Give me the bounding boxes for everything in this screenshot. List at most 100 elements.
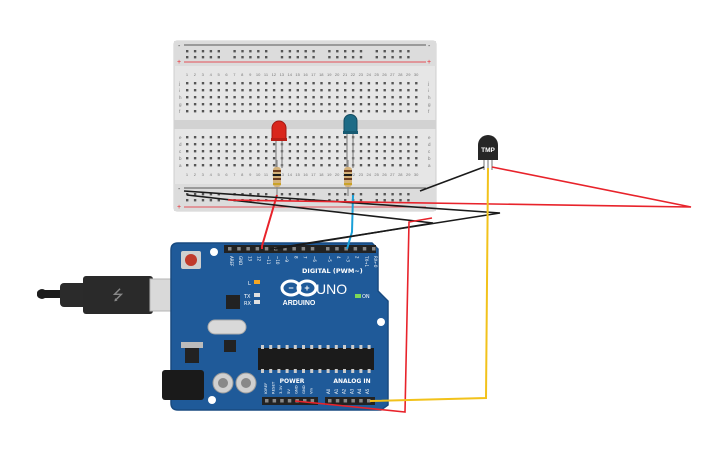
digital-pin-label: 2 <box>355 256 360 259</box>
breadboard-hole <box>257 82 260 85</box>
breadboard[interactable]: - + - + - + 1122334455667788991010111112… <box>173 40 437 212</box>
breadboard-hole <box>415 157 418 160</box>
breadboard-hole <box>233 150 236 153</box>
breadboard-hole <box>186 110 189 113</box>
breadboard-hole <box>296 150 299 153</box>
breadboard-hole <box>312 150 315 153</box>
resistor-2[interactable] <box>344 160 352 196</box>
breadboard-hole <box>225 82 228 85</box>
breadboard-hole <box>304 157 307 160</box>
row-label: h <box>179 95 182 100</box>
red-led[interactable] <box>271 120 287 168</box>
analog-label: ANALOG IN <box>333 378 370 385</box>
breadboard-hole <box>241 136 244 139</box>
power-pin-label: 3.3V <box>278 385 283 394</box>
power-jack[interactable] <box>162 370 204 400</box>
rail-hole <box>407 56 410 59</box>
breadboard-hole <box>407 157 410 160</box>
column-label: 13 <box>280 172 285 177</box>
breadboard-hole <box>201 143 205 146</box>
wire-yellow-signal[interactable] <box>369 167 489 402</box>
breadboard-hole <box>351 96 355 99</box>
header-hole <box>280 399 284 403</box>
rail-hole <box>336 199 339 202</box>
analog-pin-label: A1 <box>334 388 339 394</box>
wires[interactable] <box>183 166 692 413</box>
rail-hole <box>336 193 339 196</box>
digital-pin-label: ~11 <box>266 256 271 265</box>
power-pin-label: 5V <box>286 389 291 394</box>
breadboard-hole <box>288 150 292 153</box>
resistor-1[interactable] <box>273 160 281 196</box>
breadboard-hole <box>257 89 260 92</box>
breadboard-hole <box>209 143 213 146</box>
blue-led[interactable] <box>343 114 358 169</box>
breadboard-hole <box>407 136 410 139</box>
breadboard-hole <box>359 136 363 139</box>
breadboard-hole <box>201 103 205 106</box>
breadboard-hole <box>280 110 284 113</box>
breadboard-hole <box>399 143 402 146</box>
wire-black-gnd-2[interactable] <box>186 194 434 250</box>
power-pin-label: Vin <box>309 387 314 394</box>
tmp-sensor[interactable]: TMP <box>478 135 498 170</box>
breadboard-hole <box>265 143 268 146</box>
wire-red-5v[interactable] <box>294 217 433 413</box>
breadboard-hole <box>328 157 331 160</box>
breadboard-hole <box>359 103 363 106</box>
column-label: 24 <box>366 72 371 77</box>
breadboard-hole <box>272 164 276 167</box>
voltage-regulator <box>185 347 199 363</box>
rail-hole <box>399 50 402 53</box>
breadboard-hole <box>265 110 268 113</box>
column-label: 15 <box>295 72 300 77</box>
breadboard-hole <box>193 82 197 85</box>
breadboard-hole <box>336 89 339 92</box>
column-label: 27 <box>390 72 395 77</box>
breadboard-hole <box>296 96 299 99</box>
capacitor-1-top <box>218 378 228 388</box>
breadboard-hole <box>201 157 205 160</box>
breadboard-hole <box>328 89 331 92</box>
column-label: 5 <box>217 172 220 177</box>
chip-pin <box>334 345 338 349</box>
header-hole <box>287 399 292 403</box>
resistor-2-band-4 <box>344 183 352 185</box>
arduino-logo-icon: − + <box>280 279 318 297</box>
breadboard-hole <box>375 136 378 139</box>
breadboard-hole <box>193 110 197 113</box>
rail-hole <box>391 50 394 53</box>
wire-black-sensor[interactable] <box>419 166 485 192</box>
chip-pin <box>261 345 264 349</box>
breadboard-hole <box>241 103 244 106</box>
column-label: 9 <box>249 72 252 77</box>
regulator-tab <box>181 342 203 348</box>
power-pin-label: RESET <box>271 381 276 394</box>
column-label: 30 <box>414 72 419 77</box>
column-label: 11 <box>264 172 269 177</box>
chip-pin <box>351 345 355 349</box>
breadboard-hole <box>241 150 244 153</box>
rail-hole <box>257 56 260 59</box>
breadboard-hole <box>391 136 394 139</box>
breadboard-hole <box>186 157 189 160</box>
header-hole <box>351 399 355 403</box>
wire-blue-led[interactable] <box>346 194 354 250</box>
rail-hole <box>359 193 363 196</box>
wire-red-rail[interactable] <box>227 166 692 208</box>
breadboard-hole <box>209 110 213 113</box>
wire-red-led[interactable] <box>261 194 278 249</box>
breadboard-hole <box>407 143 410 146</box>
rail-hole <box>304 56 307 59</box>
l-led-label: L <box>248 281 251 287</box>
column-label: 7 <box>233 72 236 77</box>
breadboard-hole <box>304 96 307 99</box>
digital-pin-label: 8 <box>293 256 298 259</box>
breadboard-hole <box>320 82 323 85</box>
breadboard-hole <box>391 157 394 160</box>
breadboard-hole <box>257 103 260 106</box>
digital-pin-label: ~3 <box>345 256 350 262</box>
breadboard-hole <box>265 150 268 153</box>
breadboard-hole <box>383 157 386 160</box>
